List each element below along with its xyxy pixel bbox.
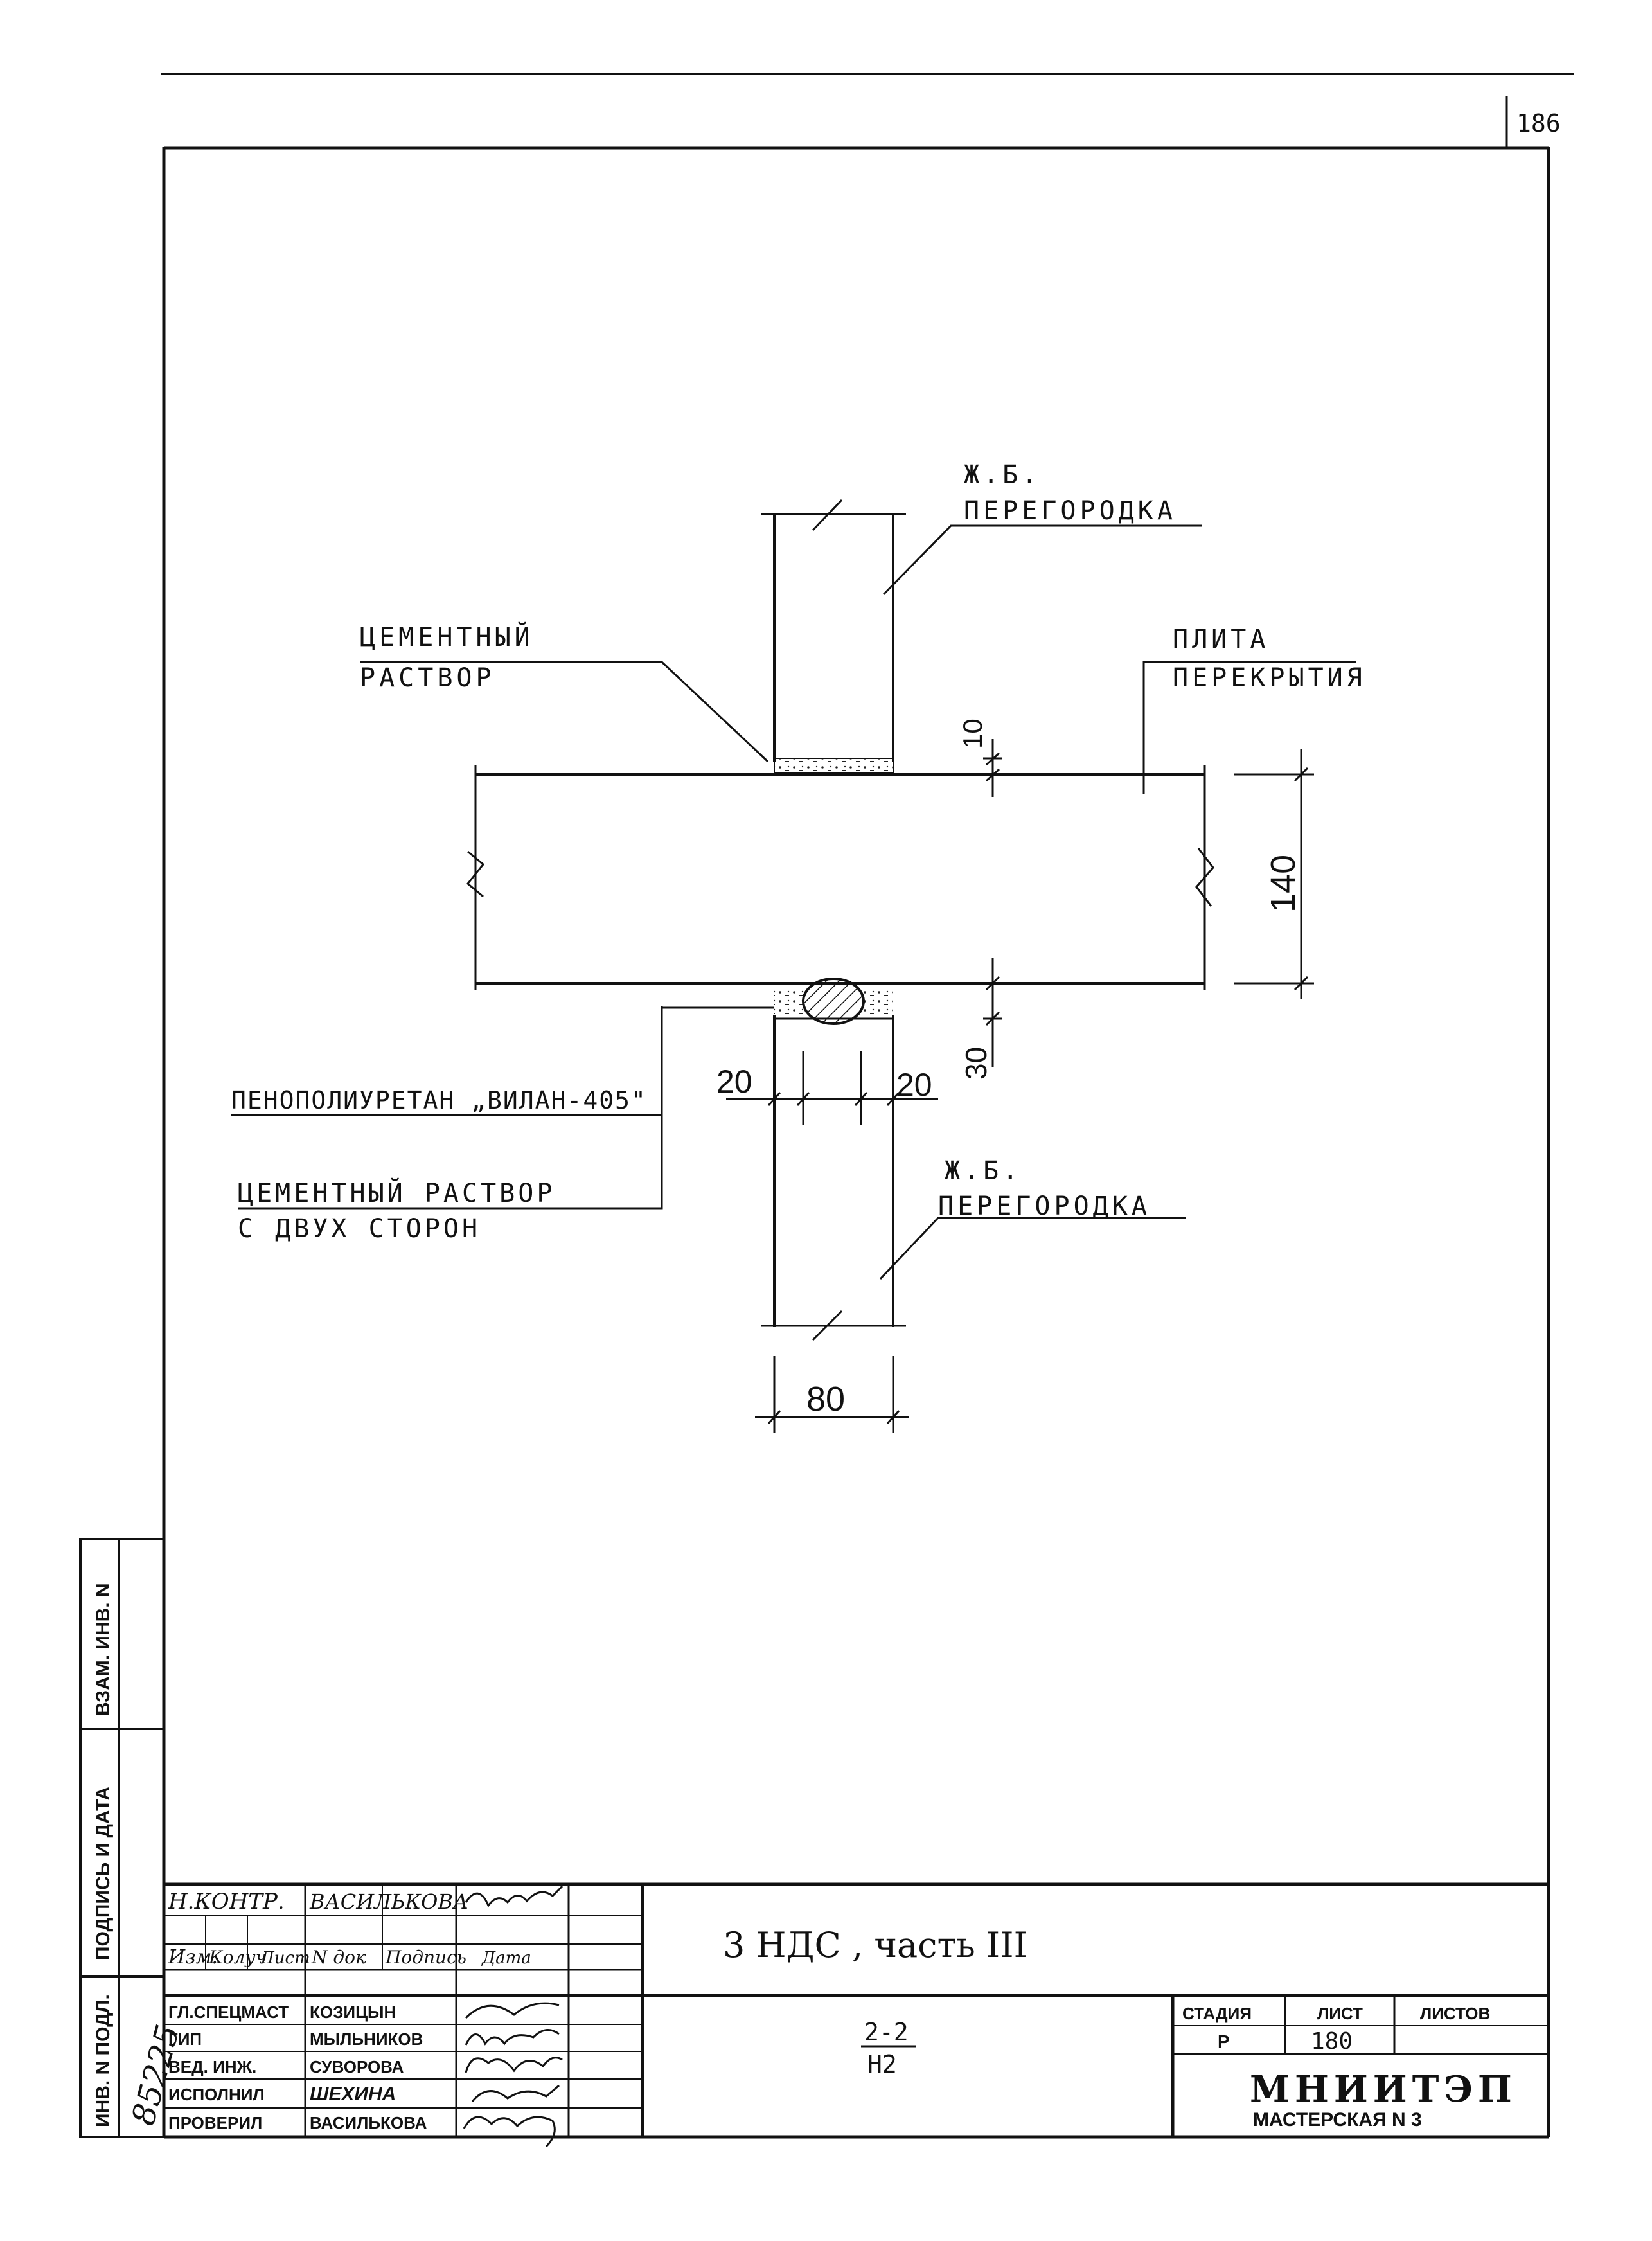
tb-name-1: КОЗИЦЫН [310,2003,396,2022]
label-cement-both-1: ЦЕМЕНТНЫЙ РАСТВОР [238,1177,555,1208]
dim-top-gap-value: 10 [957,719,988,749]
stamp-vzam-inv: ВЗАМ. ИНВ. N [93,1583,114,1716]
label-slab-1: ПЛИТА [1173,625,1269,654]
dim-bottom-gap-value: 30 [959,1047,993,1080]
stamp-inv-podl: ИНВ. N ПОДЛ. [93,1994,114,2127]
label-slab-2: ПЕРЕКРЫТИЯ [1173,663,1366,693]
tb-stage-value: Р [1218,2031,1230,2051]
tb-role-3: ВЕД. ИНЖ. [168,2057,256,2076]
page-number: 186 [1516,109,1561,138]
dim-slab-thickness [1234,749,1314,999]
tb-role-1: ГЛ.СПЕЦМАСТ [168,2003,289,2022]
lower-mortar-left [774,987,806,1019]
label-foam: ПЕНОПОЛИУРЕТАН „ВИЛАН-405" [231,1086,647,1114]
dim-right-offset-value: 20 [896,1067,932,1103]
tb-role-4: ИСПОЛНИЛ [168,2085,265,2104]
label-cement-1: ЦЕМЕНТНЫЙ [360,621,534,652]
leader-lines [231,524,1356,1280]
tb-sheets-header: ЛИСТОВ [1420,2004,1490,2023]
upper-partition [761,499,906,762]
tb-section-label: 2-2 [864,2018,909,2046]
tb-org-name: МНИИТЭП [1250,2068,1517,2111]
dim-partition-width-value: 80 [806,1380,845,1418]
section-drawing [231,499,1356,1433]
tb-header-koluch: Колуч [208,1947,267,1968]
tb-sheet-value: 180 [1311,2028,1353,2055]
tb-sheet-header: ЛИСТ [1317,2004,1363,2023]
tb-section-sub: Н2 [867,2050,897,2078]
tb-signature-nkontr [465,1885,564,1907]
label-cement-2: РАСТВОР [360,663,495,693]
tb-role-5: ПРОВЕРИЛ [168,2113,262,2132]
tb-n-kontr-role: Н.КОНТР. [168,1889,285,1915]
dim-partition-width [755,1356,909,1433]
dim-offsets [726,1051,938,1125]
tb-stage-header: СТАДИЯ [1182,2004,1252,2023]
tb-name-4: ШЕХИНА [310,2084,396,2105]
dim-slab-thickness-value: 140 [1264,855,1302,913]
tb-header-izm: Изм. [168,1946,218,1969]
tb-header-data: Дата [481,1949,531,1968]
label-cement-both-2: С ДВУХ СТОРОН [238,1214,481,1244]
side-stamp [79,1538,165,2138]
floor-slab [466,765,1214,990]
tb-org-sub: МАСТЕРСКАЯ N 3 [1253,2109,1422,2130]
label-bottom-partition-1: Ж.Б. [945,1156,1022,1186]
dim-left-offset-value: 20 [716,1064,752,1100]
drawing-labels: Ж.Б. ПЕРЕГОРОДКА ЦЕМЕНТНЫЙ РАСТВОР ПЛИТА… [231,460,1366,1418]
lower-mortar-right [861,987,893,1019]
foam-seal [802,978,865,1025]
page-frame [161,73,1574,2139]
stamp-podpis-data: ПОДПИСЬ И ДАТА [93,1787,114,1960]
tb-name-5: ВАСИЛЬКОВА [310,2113,427,2132]
tb-n-kontr-name: ВАСИЛЬКОВА [309,1889,468,1914]
tb-project-title: 3 НДС , часть III [723,1925,1027,1965]
upper-mortar-bed [774,758,894,773]
tb-name-2: МЫЛЬНИКОВ [310,2030,423,2049]
lower-partition [761,1015,906,1341]
dim-bottom-gap [983,958,1002,1067]
tb-header-list: Лист [259,1949,310,1968]
tb-role-2: ГИП [168,2030,202,2049]
tb-name-3: СУВОРОВА [310,2057,404,2076]
tb-signatures [463,2002,563,2148]
dim-top-gap [983,739,1002,797]
tb-header-podpis: Подпись [385,1947,466,1968]
label-top-partition-2: ПЕРЕГОРОДКА [964,496,1177,526]
title-block [164,1882,1549,2137]
tb-header-ndok: N док [311,1947,366,1968]
label-bottom-partition-2: ПЕРЕГОРОДКА [938,1192,1151,1221]
label-top-partition-1: Ж.Б. [964,460,1041,490]
